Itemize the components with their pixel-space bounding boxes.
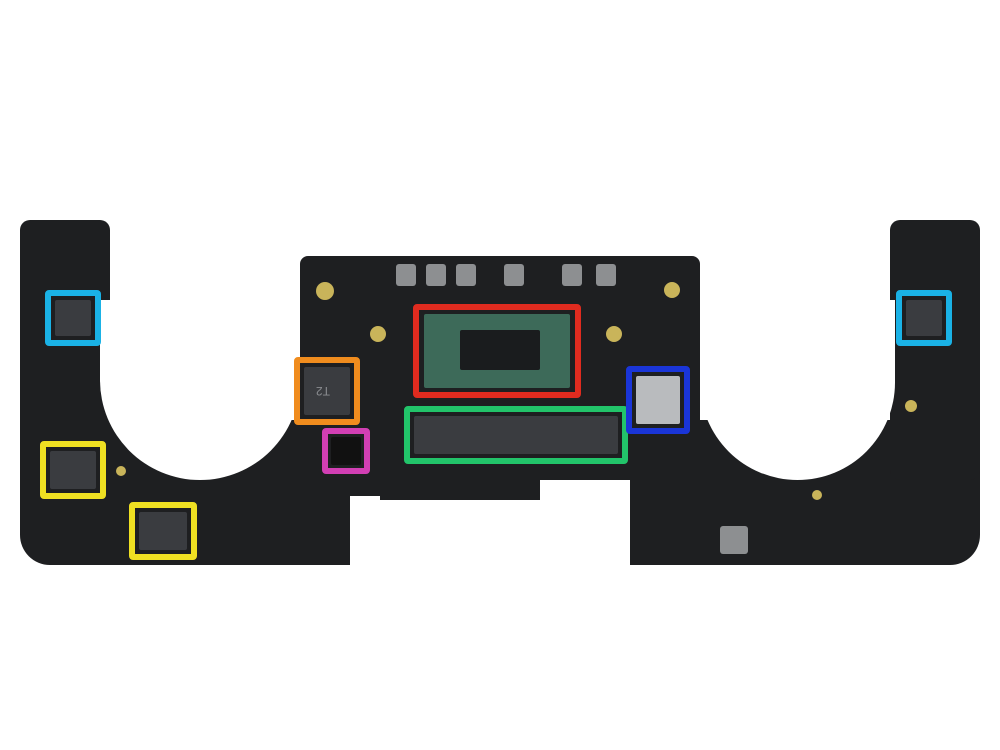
yellow-2-highlight [129, 502, 197, 560]
cpu-highlight [413, 304, 581, 398]
inductor [504, 264, 524, 286]
gold-pad [116, 466, 126, 476]
t2-chip-text: T2 [316, 384, 331, 398]
gold-pad [905, 400, 917, 412]
inductor [562, 264, 582, 286]
cpu-die [460, 330, 540, 370]
gold-pad [316, 282, 334, 300]
left-wing [20, 220, 110, 480]
ram-highlight [404, 406, 628, 464]
inductor [720, 526, 748, 554]
cyan-right-highlight [896, 290, 952, 346]
inductor [426, 264, 446, 286]
yellow-2-chip [139, 512, 187, 550]
cyan-left-chip [55, 300, 91, 336]
cyan-right-chip [906, 300, 942, 336]
ram-chips [414, 416, 618, 454]
yellow-1-chip [50, 451, 96, 489]
inductor [456, 264, 476, 286]
small-chip [331, 437, 361, 465]
blue-chip [636, 376, 680, 424]
center-bottom-cutout [540, 480, 630, 570]
gold-pad [812, 490, 822, 500]
right-arc-cutout [700, 300, 895, 480]
left-arc-cutout [100, 300, 300, 480]
magenta-highlight [322, 428, 370, 474]
gold-pad [606, 326, 622, 342]
blue-highlight [626, 366, 690, 434]
gold-pad [664, 282, 680, 298]
t2-highlight [294, 357, 360, 425]
t2-chip [304, 367, 350, 415]
right-wing [890, 220, 980, 480]
yellow-1-highlight [40, 441, 106, 499]
gold-pad [370, 326, 386, 342]
inductor [396, 264, 416, 286]
inductor [596, 264, 616, 286]
cyan-left-highlight [45, 290, 101, 346]
